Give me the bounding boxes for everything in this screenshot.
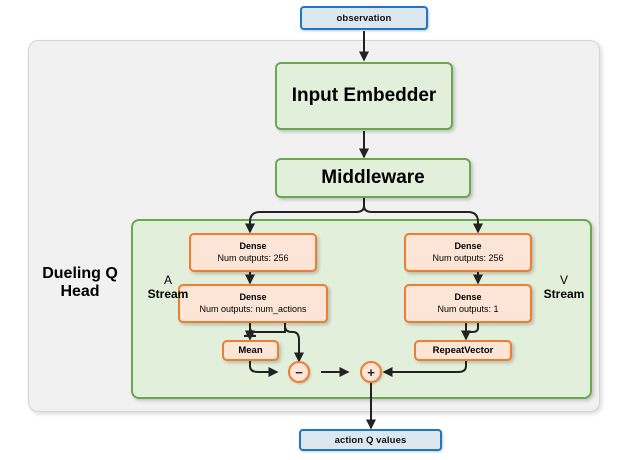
input-embedder-label: Input Embedder — [291, 85, 437, 106]
v-dense-1-subtitle: Num outputs: 1 — [437, 303, 499, 314]
repeatvector-label: RepeatVector — [432, 344, 494, 356]
a-dense-256-box[interactable]: Dense Num outputs: 256 — [189, 233, 317, 272]
mean-box[interactable]: Mean — [222, 340, 279, 361]
a-dense-num-actions-title: Dense — [239, 292, 267, 303]
a-stream-label-line2: Stream — [147, 286, 189, 301]
v-dense-1-box[interactable]: Dense Num outputs: 1 — [404, 284, 532, 323]
a-dense-num-actions-subtitle: Num outputs: num_actions — [199, 303, 307, 314]
a-dense-256-subtitle: Num outputs: 256 — [217, 252, 289, 263]
middleware-box[interactable]: Middleware — [275, 158, 471, 198]
action-q-values-box[interactable]: action Q values — [299, 429, 442, 451]
add-operator[interactable]: + — [360, 361, 382, 383]
repeatvector-box[interactable]: RepeatVector — [414, 340, 512, 361]
dueling-q-head-label: Dueling Q Head — [32, 265, 128, 302]
v-dense-256-title: Dense — [454, 241, 482, 252]
subtract-symbol: − — [295, 364, 303, 380]
v-dense-1-title: Dense — [454, 292, 482, 303]
a-dense-256-title: Dense — [239, 241, 267, 252]
v-stream-label: V Stream — [535, 273, 593, 302]
add-symbol: + — [367, 364, 375, 380]
v-stream-label-line2: Stream — [543, 286, 585, 301]
dueling-q-head-label-line1: Dueling Q — [42, 265, 118, 282]
observation-label: observation — [336, 12, 392, 24]
middleware-label: Middleware — [321, 167, 425, 188]
a-stream-label: A Stream — [140, 273, 196, 302]
dueling-q-head-label-line2: Head — [60, 283, 100, 301]
subtract-operator[interactable]: − — [288, 361, 310, 383]
input-embedder-box[interactable]: Input Embedder — [275, 62, 453, 130]
a-dense-num-actions-box[interactable]: Dense Num outputs: num_actions — [178, 284, 328, 323]
a-stream-label-line1: A — [163, 273, 172, 287]
v-dense-256-subtitle: Num outputs: 256 — [432, 252, 504, 263]
v-dense-256-box[interactable]: Dense Num outputs: 256 — [404, 233, 532, 272]
action-q-values-label: action Q values — [334, 434, 407, 446]
observation-box[interactable]: observation — [300, 6, 428, 30]
v-stream-label-line1: V — [559, 273, 568, 287]
mean-label: Mean — [238, 344, 263, 356]
